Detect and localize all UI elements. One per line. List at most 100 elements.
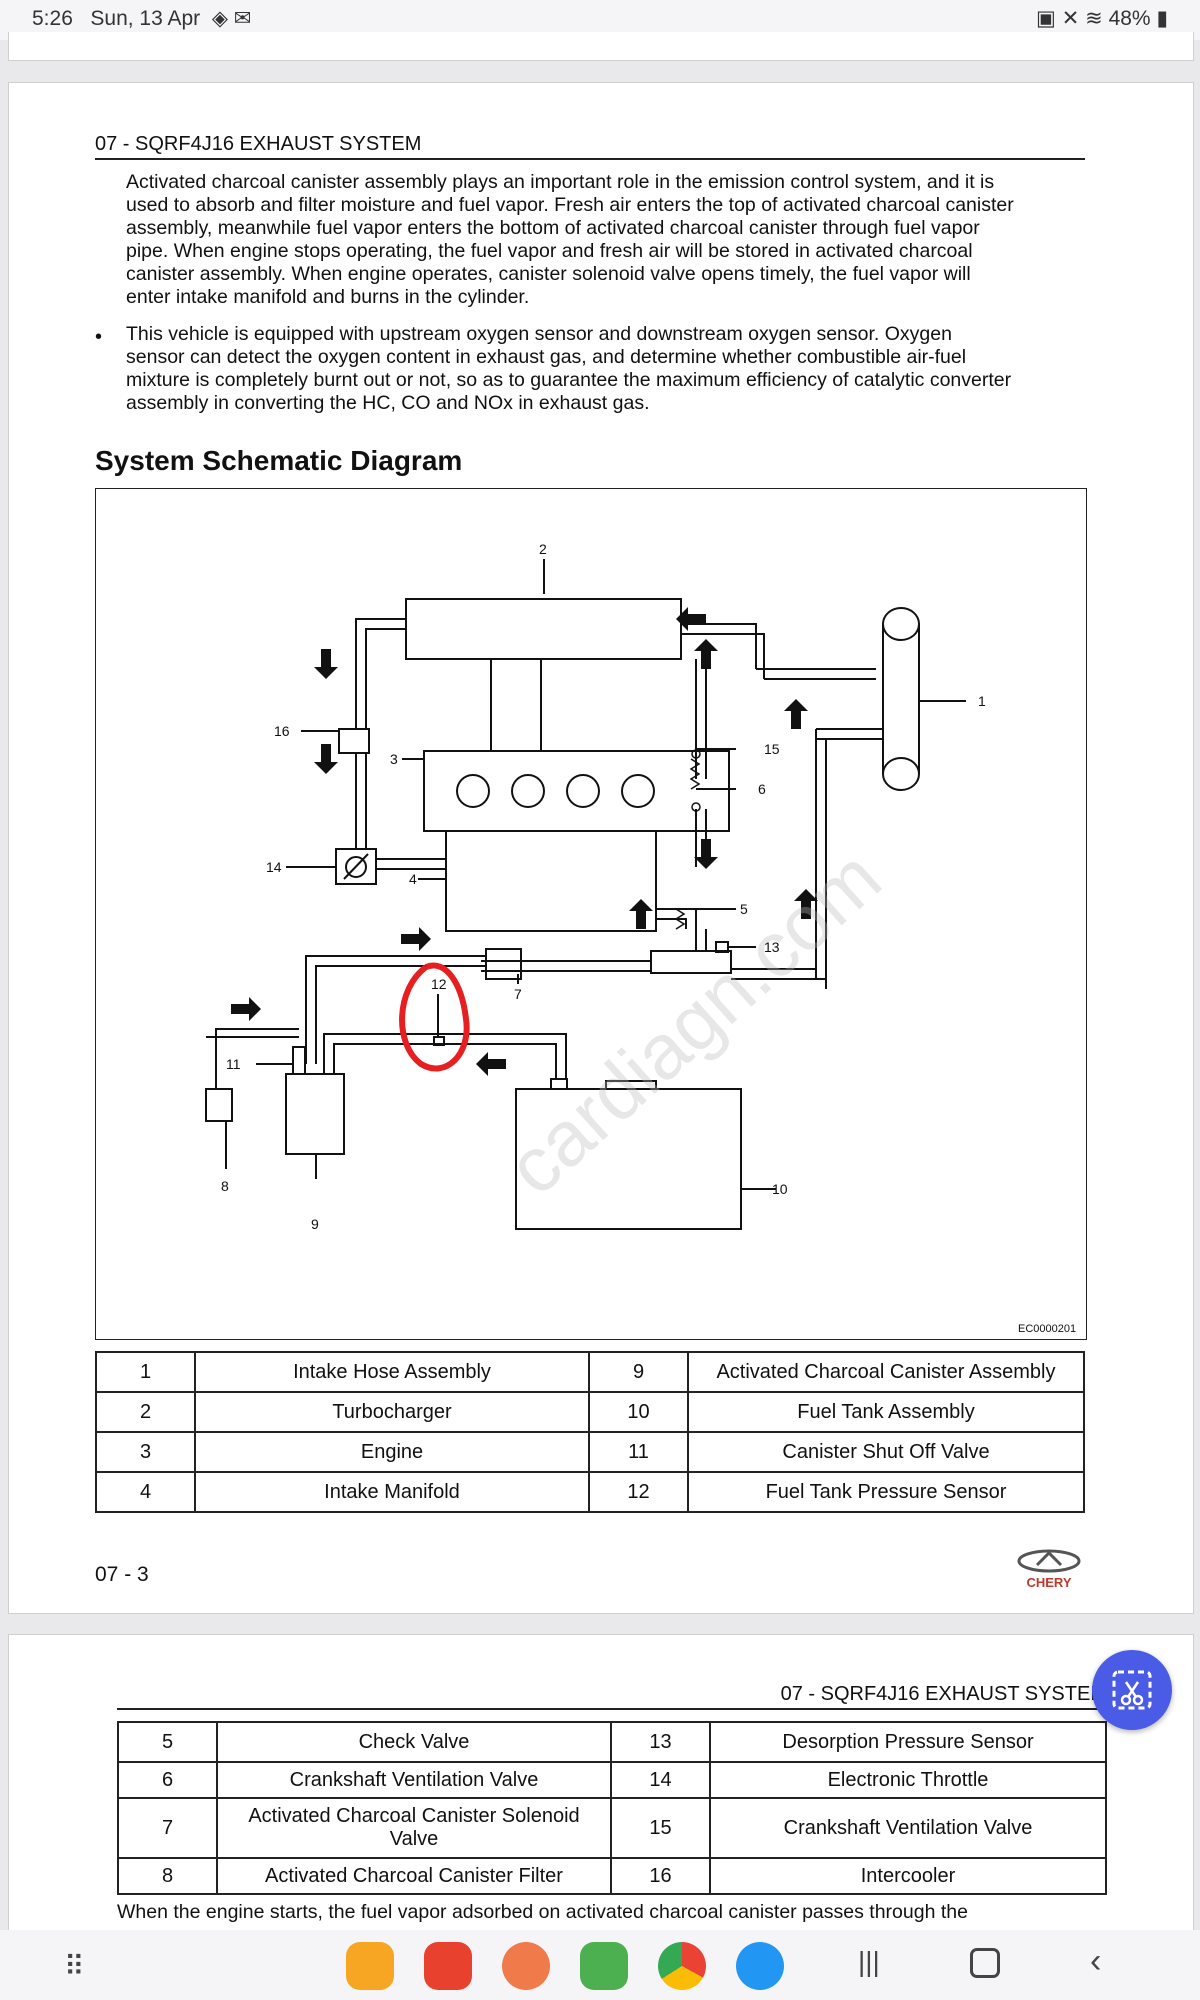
recents-button[interactable]: |||: [858, 1946, 880, 1977]
table-cell: 11: [588, 1431, 689, 1473]
legend-table-2: 5 Check Valve 13 Desorption Pressure Sen…: [117, 1721, 1107, 1895]
paragraph-canister: Activated charcoal canister assembly pla…: [126, 171, 1091, 309]
callout-14: 14: [266, 859, 282, 875]
callout-13: 13: [764, 939, 780, 955]
intake-manifold-shape: [445, 830, 657, 932]
text-line: Activated charcoal canister assembly pla…: [126, 171, 995, 193]
diagram-code: EC0000201: [1018, 1323, 1076, 1335]
table-cell: Crankshaft Ventilation Valve: [709, 1797, 1107, 1859]
back-button[interactable]: ‹: [1090, 1942, 1102, 1980]
table-cell: Canister Shut Off Valve: [687, 1431, 1085, 1473]
battery-level: 48%: [1108, 7, 1151, 30]
table-cell: 9: [588, 1351, 689, 1393]
notes-app-icon[interactable]: [424, 1942, 472, 1990]
callout-6: 6: [758, 781, 766, 797]
scissors-select-icon: [1112, 1670, 1152, 1710]
text-line: assembly, meanwhile fuel vapor enters th…: [126, 217, 980, 239]
table-row: 2 Turbocharger 10 Fuel Tank Assembly: [95, 1391, 1085, 1433]
table-cell: Intake Manifold: [194, 1471, 590, 1513]
text-line: sensor can detect the oxygen content in …: [126, 346, 967, 368]
bullet: •: [95, 326, 103, 348]
chery-logo-icon: CHERY: [1017, 1549, 1081, 1590]
table-cell: 13: [610, 1721, 711, 1763]
callout-5: 5: [740, 901, 748, 917]
notification-icons: ◈ ✉: [211, 7, 252, 30]
table-cell: 15: [610, 1797, 711, 1859]
callout-9: 9: [311, 1216, 319, 1232]
table-cell: Electronic Throttle: [709, 1761, 1107, 1799]
document-page-2: 07 - SQRF4J16 EXHAUST SYSTEM 5 Check Val…: [8, 1634, 1194, 1936]
watermark: cardiagn.com: [490, 833, 897, 1212]
page-number: 07 - 3: [95, 1563, 149, 1586]
page-header: 07 - SQRF4J16 EXHAUST SYSTEM: [117, 1683, 1107, 1710]
table-cell: Activated Charcoal Canister Solenoid Val…: [216, 1797, 612, 1859]
solenoid-valve-shape: [485, 948, 522, 980]
callout-15: 15: [764, 741, 780, 757]
table-row: 7 Activated Charcoal Canister Solenoid V…: [117, 1797, 1107, 1859]
table-cell: Fuel Tank Pressure Sensor: [687, 1471, 1085, 1513]
table-row: 8 Activated Charcoal Canister Filter 16 …: [117, 1857, 1107, 1895]
table-cell: 4: [95, 1471, 196, 1513]
chery-logo: CHERY: [1009, 1543, 1089, 1593]
page-header: 07 - SQRF4J16 EXHAUST SYSTEM: [95, 133, 1085, 160]
canister-filter-shape: [205, 1088, 233, 1122]
store-app-icon[interactable]: [736, 1942, 784, 1990]
table-cell: 5: [117, 1721, 218, 1763]
app-drawer-icon[interactable]: ⠿: [64, 1951, 85, 1982]
text-line: canister assembly. When engine operates,…: [126, 263, 971, 285]
status-date: Sun, 13 Apr: [90, 7, 201, 30]
flow-arrows: [231, 607, 818, 1076]
callout-1: 1: [978, 693, 986, 709]
callout-8: 8: [221, 1178, 229, 1194]
status-icons: ▣ ✕ ≋: [1036, 7, 1109, 30]
battery-icon: ▮: [1156, 7, 1168, 30]
status-right: ▣ ✕ ≋ 48% ▮: [1036, 6, 1168, 31]
table-cell: 3: [95, 1431, 196, 1473]
text-line: mixture is completely burnt out or not, …: [126, 369, 1012, 391]
table-cell: 7: [117, 1797, 218, 1859]
legend-table-1: 1 Intake Hose Assembly 9 Activated Charc…: [95, 1351, 1085, 1513]
table-cell: 1: [95, 1351, 196, 1393]
navigation-bar: ⠿ ||| ‹: [0, 1930, 1200, 2000]
callout-12: 12: [431, 976, 447, 992]
table-cell: 8: [117, 1857, 218, 1895]
highlight-circle: [399, 962, 470, 1072]
table-cell: Turbocharger: [194, 1391, 590, 1433]
schematic-diagram: cardiagn.com 1 2 3 4 5 6 7 8 9 10 11 12 …: [95, 488, 1087, 1340]
table-row: 3 Engine 11 Canister Shut Off Valve: [95, 1431, 1085, 1473]
chrome-app-icon[interactable]: [658, 1942, 706, 1990]
turbocharger-shape: [405, 598, 682, 660]
table-cell: Engine: [194, 1431, 590, 1473]
text-line: used to absorb and filter moisture and f…: [126, 194, 1014, 216]
contacts-app-icon[interactable]: [502, 1942, 550, 1990]
files-app-icon[interactable]: [346, 1942, 394, 1990]
table-cell: Activated Charcoal Canister Filter: [216, 1857, 612, 1895]
callout-3: 3: [390, 751, 398, 767]
section-title: System Schematic Diagram: [95, 445, 463, 476]
table-row: 6 Crankshaft Ventilation Valve 14 Electr…: [117, 1761, 1107, 1799]
table-row: 4 Intake Manifold 12 Fuel Tank Pressure …: [95, 1471, 1085, 1513]
canister-shape: [285, 1073, 345, 1155]
table-cell: 12: [588, 1471, 689, 1513]
table-cell: Desorption Pressure Sensor: [709, 1721, 1107, 1763]
callout-11: 11: [226, 1056, 241, 1072]
text-line: assembly in converting the HC, CO and NO…: [126, 392, 650, 414]
table-cell: Crankshaft Ventilation Valve: [216, 1761, 612, 1799]
home-button[interactable]: [970, 1948, 1000, 1978]
table-cell: Check Valve: [216, 1721, 612, 1763]
screenshot-fab-button[interactable]: [1092, 1650, 1172, 1730]
paragraph-oxygen-sensor: This vehicle is equipped with upstream o…: [126, 323, 1091, 415]
table-row: 5 Check Valve 13 Desorption Pressure Sen…: [117, 1721, 1107, 1763]
schematic-svg: cardiagn.com 1 2 3 4 5 6 7 8 9 10 11 12 …: [205, 541, 1076, 1335]
calculator-app-icon[interactable]: [580, 1942, 628, 1990]
table-cell: Intercooler: [709, 1857, 1107, 1895]
table-cell: 16: [610, 1857, 711, 1895]
table-cell: 2: [95, 1391, 196, 1433]
callout-16: 16: [274, 723, 290, 739]
svg-text:CHERY: CHERY: [1026, 1575, 1071, 1590]
previous-page: [8, 32, 1194, 61]
callout-10: 10: [772, 1181, 788, 1197]
table-cell: 10: [588, 1391, 689, 1433]
table-cell: Intake Hose Assembly: [194, 1351, 590, 1393]
paragraph-engine-start: When the engine starts, the fuel vapor a…: [117, 1901, 968, 1923]
